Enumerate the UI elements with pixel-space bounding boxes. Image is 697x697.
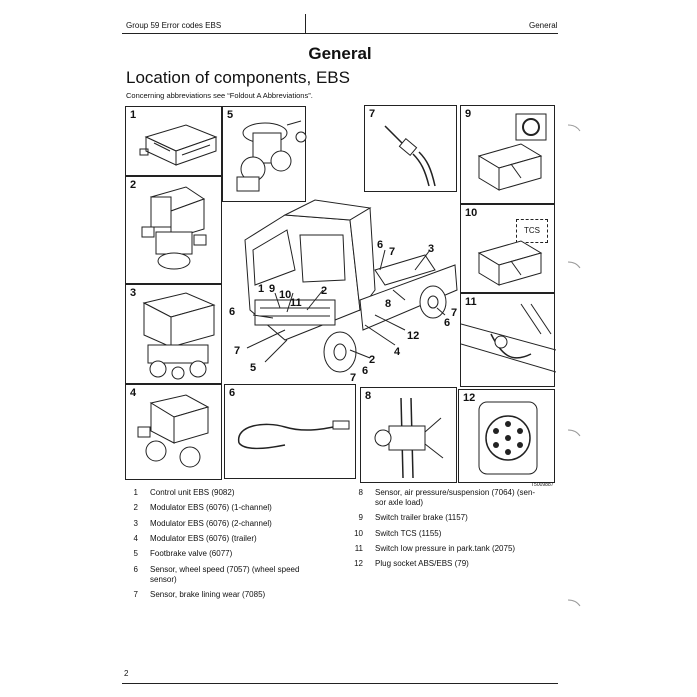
callout-6: 6 <box>377 239 384 251</box>
figure-code: T5009887 <box>531 482 554 488</box>
box-number: 2 <box>130 179 137 191</box>
box-number: 7 <box>369 108 376 120</box>
box-footbrake-valve: 5 <box>222 106 307 202</box>
page-subtitle: Location of components, EBS <box>126 68 350 87</box>
box-brake-lining-sensor: 7 <box>364 105 457 192</box>
box-number: 8 <box>365 390 372 402</box>
box-number: 4 <box>130 387 137 399</box>
callout-10: 10 <box>279 289 292 301</box>
callout-1: 1 <box>258 283 265 295</box>
truck-illustration <box>225 190 460 390</box>
box-air-pressure-sensor: 8 <box>360 387 457 483</box>
box-plug-socket: 12 <box>458 389 555 483</box>
callout-2-bottom: 2 <box>369 354 376 366</box>
box-number: 10 <box>465 207 478 219</box>
header-right: General <box>529 21 558 30</box>
box-switch-tcs: 10 TCS <box>460 204 555 293</box>
box-modulator-trailer: 4 <box>125 384 222 480</box>
box-number: 1 <box>130 109 137 121</box>
callout-9: 9 <box>269 283 276 295</box>
callout-4: 4 <box>394 346 401 358</box>
box-number: 11 <box>465 296 477 308</box>
footer-rule <box>122 683 558 684</box>
box-number: 3 <box>130 287 137 299</box>
callout-12: 12 <box>407 330 420 342</box>
box-number: 9 <box>465 108 472 120</box>
callout-3: 3 <box>428 243 435 255</box>
switch-tcs-drawing <box>477 240 543 286</box>
callout-7: 7 <box>389 246 396 258</box>
callout-7-left: 7 <box>234 345 241 357</box>
callout-2: 2 <box>321 285 328 297</box>
wheel-speed-sensor-drawing <box>238 420 350 450</box>
callout-11: 11 <box>290 297 302 309</box>
callout-5: 5 <box>250 362 257 374</box>
switch-low-pressure-drawing <box>461 303 556 373</box>
tcs-symbol: TCS <box>516 219 548 243</box>
abbreviations-note: Concerning abbreviations see “Foldout A … <box>126 91 313 100</box>
switch-trailer-brake-drawing <box>477 113 547 191</box>
box-modulator-1ch: 2 <box>125 176 222 284</box>
box-number: 12 <box>463 392 476 404</box>
control-unit-drawing <box>139 124 218 166</box>
box-number: 5 <box>227 109 234 121</box>
box-switch-low-pressure: 11 <box>460 293 556 387</box>
header-left: Group 59 Error codes EBS <box>126 21 222 30</box>
callout-8: 8 <box>385 298 392 310</box>
callout-7-bottom: 7 <box>350 372 357 384</box>
callout-6-bottom: 6 <box>362 365 369 377</box>
header-rule <box>122 33 558 34</box>
callout-7-right: 7 <box>451 307 458 319</box>
brake-lining-sensor-drawing <box>384 125 436 187</box>
box-wheel-speed-sensor: 6 <box>224 384 356 479</box>
box-switch-trailer-brake: 9 <box>460 105 555 204</box>
box-number: 6 <box>229 387 236 399</box>
page-title: General <box>308 44 372 63</box>
modulator-1ch-drawing <box>141 186 207 270</box>
modulator-2ch-drawing <box>142 292 216 380</box>
callout-6-left: 6 <box>229 306 236 318</box>
box-modulator-2ch: 3 <box>125 284 222 384</box>
page-number: 2 <box>124 669 129 678</box>
header-divider <box>305 14 306 33</box>
plug-socket-drawing <box>478 401 538 475</box>
box-control-unit: 1 <box>125 106 222 176</box>
modulator-trailer-drawing <box>137 394 210 468</box>
air-pressure-sensor-drawing <box>374 397 444 479</box>
footbrake-valve-drawing <box>236 120 307 192</box>
callout-6-right: 6 <box>444 317 451 329</box>
